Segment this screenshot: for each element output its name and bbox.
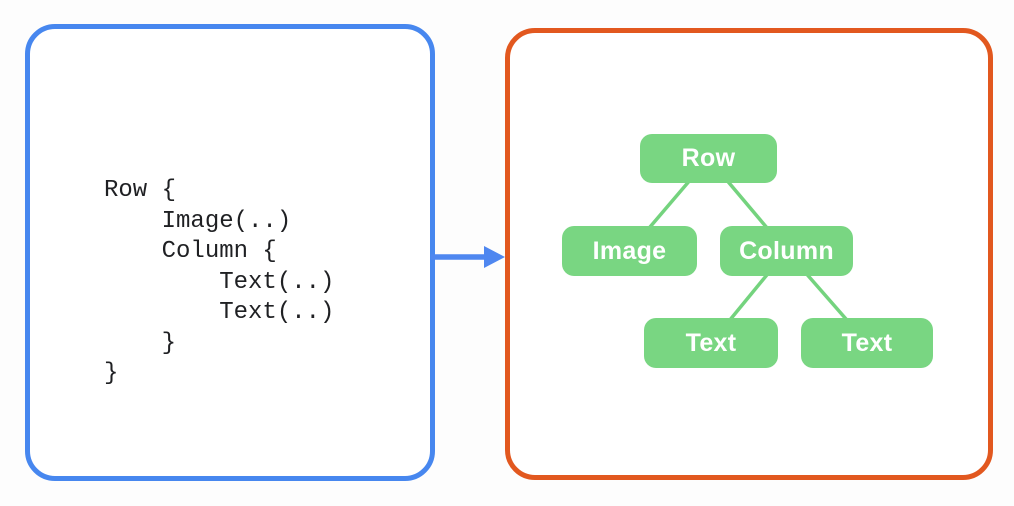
tree-node-label: Text: [685, 328, 737, 357]
tree-node-column: Column: [720, 226, 853, 276]
tree-node-text-right: Text: [801, 318, 933, 368]
tree-node-text-left: Text: [644, 318, 778, 368]
tree-node-label: Image: [592, 236, 667, 265]
tree-node-label: Row: [681, 144, 736, 172]
right-arrow-icon: [431, 246, 505, 268]
tree-node-row: Row: [640, 134, 777, 183]
tree-panel: Row Image Column Text Text: [505, 28, 993, 480]
tree-node-image: Image: [562, 226, 697, 276]
code-snippet: Row { Image(..) Column { Text(..) Text(.…: [104, 177, 335, 387]
code-panel: Row { Image(..) Column { Text(..) Text(.…: [25, 24, 435, 481]
tree-node-label: Text: [841, 328, 893, 357]
tree-node-label: Column: [739, 236, 834, 265]
